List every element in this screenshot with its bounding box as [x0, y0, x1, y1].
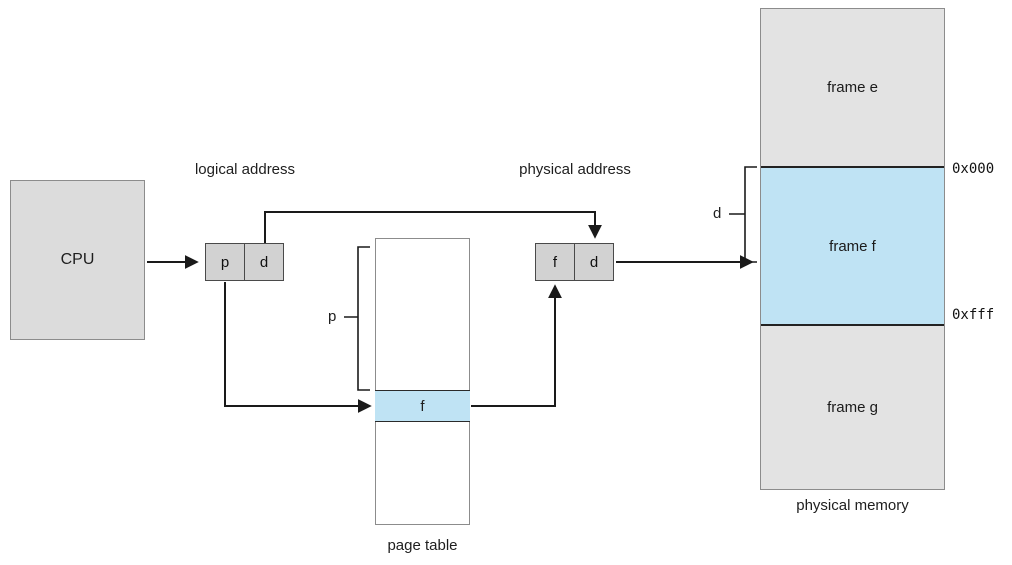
physical-memory-label: physical memory	[796, 497, 909, 514]
frame-e-label: frame e	[827, 79, 878, 96]
p-bracket	[344, 246, 370, 391]
address-start-label: 0x000	[952, 161, 995, 177]
cpu-label: CPU	[60, 251, 95, 268]
arrow-p-to-page-table	[224, 282, 372, 413]
page-table-label: page table	[387, 537, 458, 554]
frame-g: frame g	[761, 326, 944, 489]
frame-e: frame e	[761, 9, 944, 166]
frame-f-label: frame f	[829, 237, 876, 255]
physical-address-label: physical address	[519, 161, 631, 178]
p-bracket-label: p	[328, 308, 337, 325]
physical-f-cell: f	[535, 243, 575, 281]
arrow-page-table-to-physical-f	[471, 284, 562, 407]
physical-d-cell: d	[574, 243, 614, 281]
page-table-f-row: f	[375, 390, 470, 422]
physical-address-register: f d	[535, 243, 614, 281]
physical-memory-box: frame e frame f frame g	[760, 8, 945, 490]
logical-address-label: logical address	[194, 161, 296, 178]
d-bracket	[729, 166, 757, 263]
d-bracket-label: d	[713, 205, 722, 222]
address-end-label: 0xfff	[952, 307, 995, 323]
page-table-f-value: f	[420, 397, 425, 415]
page-table-box	[375, 238, 470, 525]
frame-g-label: frame g	[827, 399, 878, 416]
logical-d-cell: d	[244, 243, 284, 281]
logical-address-register: p d	[205, 243, 284, 281]
frame-f: frame f	[761, 166, 944, 326]
logical-p-cell: p	[205, 243, 245, 281]
cpu-box: CPU	[10, 180, 145, 340]
